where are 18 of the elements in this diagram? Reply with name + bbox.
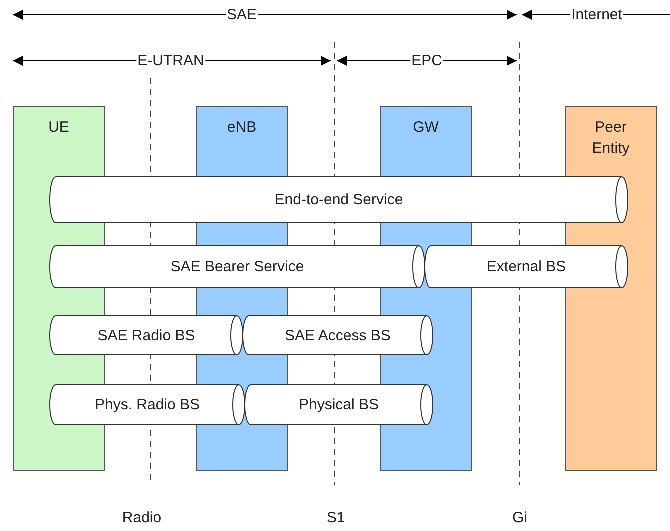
bearer-pipe [50,177,628,223]
service-label: Physical BS [298,396,380,414]
bearer-pipe [50,385,245,425]
bearer-pipe [50,316,243,355]
service-label: End-to-end Service [274,192,404,208]
service-label: SAE Bearer Service [170,258,306,276]
service-label: SAE Access BS [284,327,392,344]
entity-label: UE [48,118,70,138]
entity-label: eNB [226,118,258,138]
service-label: External BS [486,258,568,276]
service-label: Phys. Radio BS [94,396,202,414]
entity-label: GW [412,118,440,138]
bearer-pipe [245,385,433,425]
bearer-pipe [50,246,425,288]
bearer-pipe [425,246,628,288]
bearer-pipe [243,316,433,355]
entity-label: Peer Entity [591,118,631,159]
service-label: SAE Radio BS [96,327,196,344]
